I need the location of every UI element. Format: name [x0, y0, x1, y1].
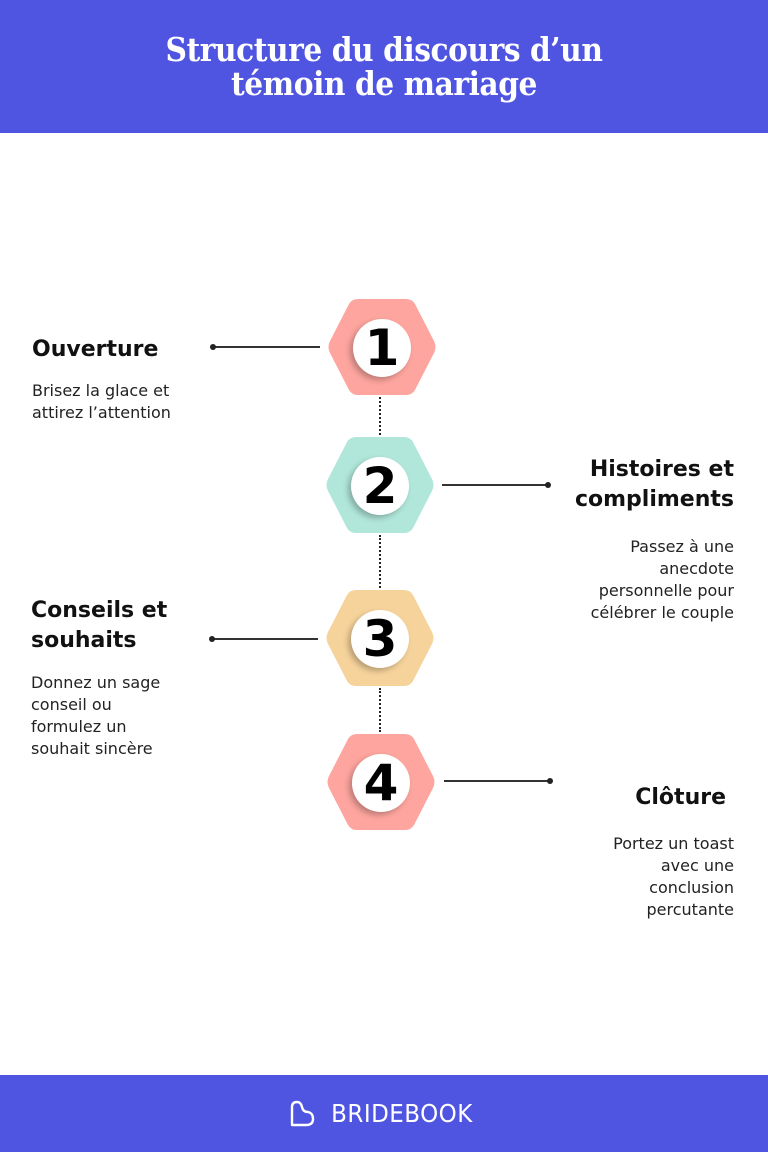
step-3-hexagon: 3: [324, 588, 436, 688]
step-4-hexagon: 4: [325, 732, 437, 832]
step-1-connector-dot: [210, 344, 216, 350]
step-2-hexagon: 2: [324, 435, 436, 535]
step-1-hexagon: 1: [326, 297, 438, 397]
bridebook-logo: BRIDEBOOK: [289, 1099, 479, 1128]
step-4-connector-dot: [547, 778, 553, 784]
number-badge: 2: [351, 457, 409, 515]
step-2-connector-line: [442, 484, 548, 486]
step-number: 2: [362, 457, 398, 515]
number-badge: 3: [351, 610, 409, 668]
step-3-description: Donnez un sage conseil ou formulez un so…: [31, 673, 161, 758]
step-3-title: Conseils et souhaits: [31, 598, 168, 653]
dotted-connector-1-2: [379, 397, 381, 435]
step-2-connector-dot: [545, 482, 551, 488]
header-banner: Structure du discours d’un témoin de mar…: [0, 0, 768, 133]
dotted-connector-3-4: [379, 688, 381, 732]
step-number: 3: [362, 610, 398, 668]
step-1-description: Brisez la glace et attirez l’attention: [32, 381, 171, 422]
number-badge: 1: [353, 319, 411, 377]
number-badge: 4: [352, 754, 410, 812]
step-number: 1: [364, 319, 400, 377]
step-2-title: Histoires et compliments: [574, 457, 734, 512]
step-2-description: Passez à une anecdote personnelle pour c…: [590, 537, 734, 622]
heart-outline-icon: [290, 1100, 315, 1126]
step-4-title: Clôture: [635, 785, 726, 810]
step-1-connector-line: [214, 346, 320, 348]
footer-banner: BRIDEBOOK: [0, 1075, 768, 1152]
step-1-title: Ouverture: [32, 337, 159, 362]
brand-name: BRIDEBOOK: [331, 1099, 473, 1128]
step-4-description: Portez un toast avec une conclusion perc…: [613, 834, 734, 919]
step-4-connector-line: [444, 780, 550, 782]
step-3-connector-line: [213, 638, 318, 640]
step-number: 4: [363, 754, 399, 812]
dotted-connector-2-3: [379, 535, 381, 588]
step-3-connector-dot: [209, 636, 215, 642]
page-title: Structure du discours d’un témoin de mar…: [165, 29, 603, 103]
